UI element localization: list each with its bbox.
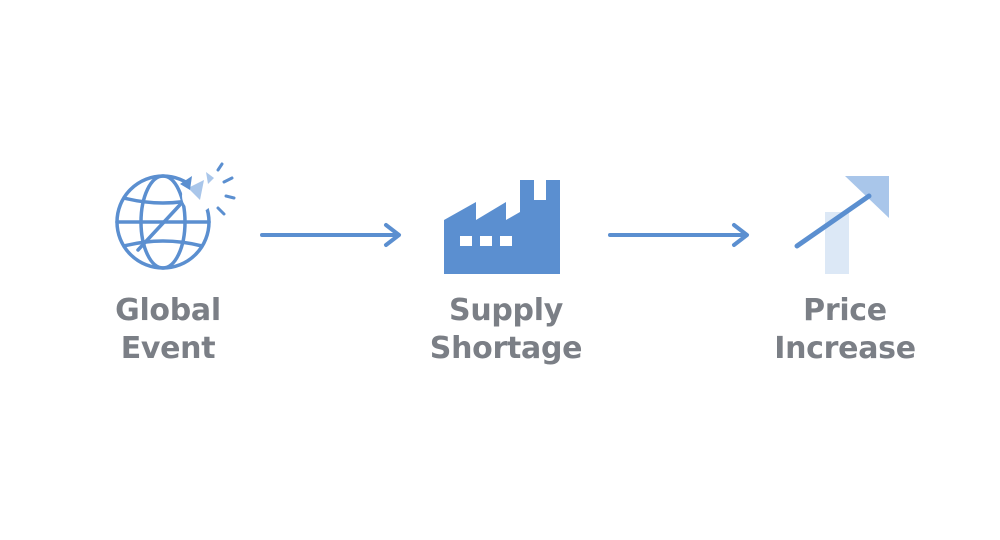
globe-impact-icon bbox=[58, 160, 278, 280]
trend-up-arrow-icon bbox=[735, 160, 955, 280]
arrow-right-icon bbox=[258, 220, 404, 254]
step-label: Global Event bbox=[58, 292, 278, 368]
label-line-2: Increase bbox=[774, 331, 916, 366]
step-label: Supply Shortage bbox=[396, 292, 616, 368]
label-line-2: Shortage bbox=[429, 331, 583, 366]
label-line-2: Event bbox=[120, 331, 216, 366]
label-line-1: Price bbox=[803, 293, 887, 328]
arrow-right-icon bbox=[606, 220, 752, 254]
factory-icon bbox=[396, 160, 616, 280]
step-label: Price Increase bbox=[735, 292, 955, 368]
label-line-1: Global bbox=[115, 293, 221, 328]
label-line-1: Supply bbox=[449, 293, 563, 328]
